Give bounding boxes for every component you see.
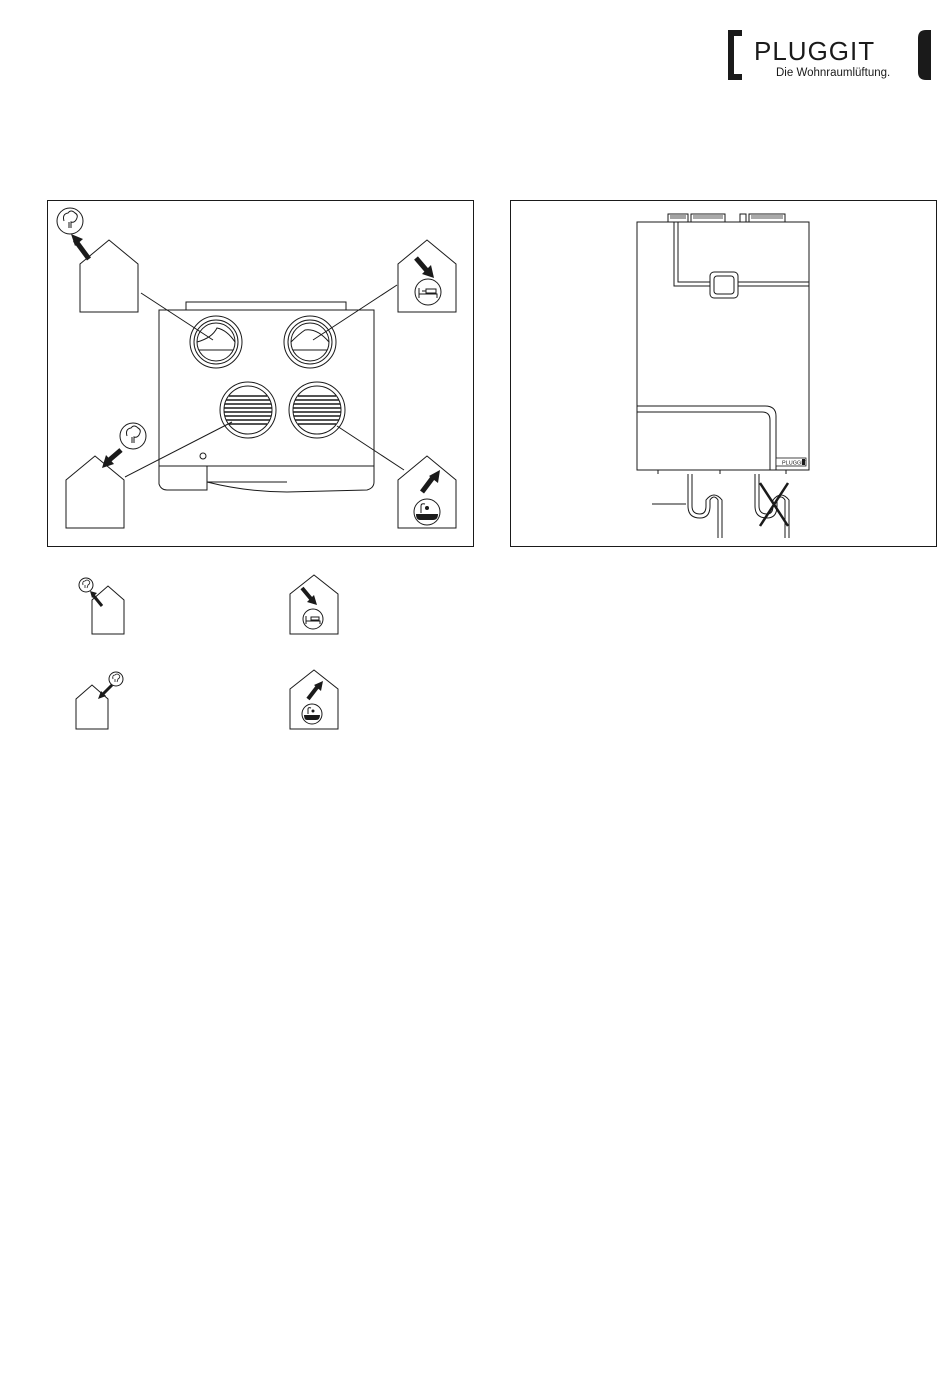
logo-tagline: Die Wohnraumlüftung. [776, 67, 890, 79]
logo-name: PLUGGIT [754, 36, 875, 67]
legend-exhaust-air-icon [74, 669, 134, 731]
legend-supply-air-icon [288, 574, 342, 636]
device-nameplate: PLUGGIT [776, 458, 807, 467]
logo-right-bracket [914, 30, 931, 80]
logo-left-bracket [728, 30, 742, 80]
pluggit-logo: PLUGGIT Die Wohnraumlüftung. [728, 30, 940, 90]
bottom-left-duct [220, 382, 276, 438]
legend-extract-air-icon [288, 669, 342, 731]
bottom-right-duct [289, 382, 345, 438]
condensate-drain-diagram: PLUGGIT [510, 200, 937, 547]
legend-outdoor-air-icon [74, 574, 134, 636]
duct-connection-diagram [47, 200, 474, 547]
ventilation-unit-side [637, 214, 809, 474]
